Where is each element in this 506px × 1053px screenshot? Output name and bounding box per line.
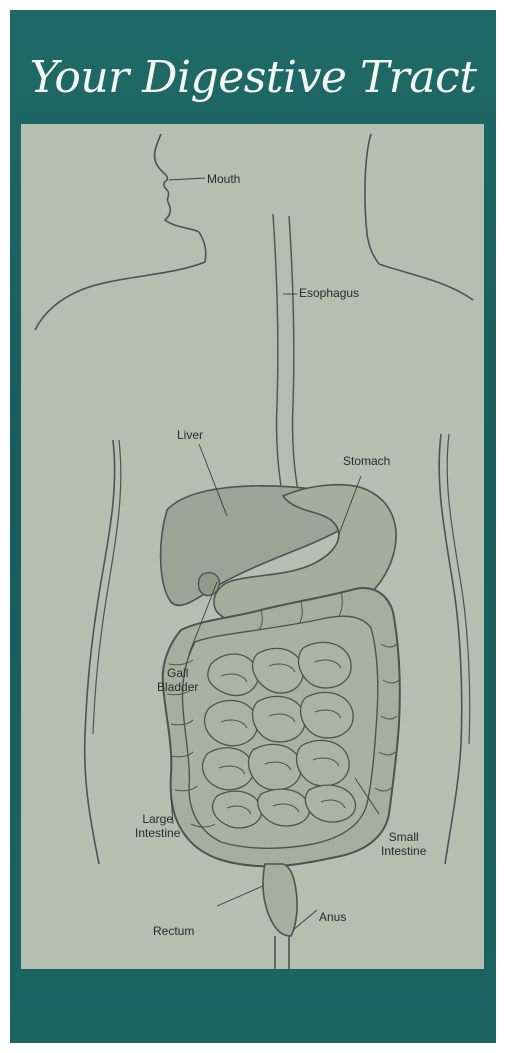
right-shoulder [379,264,473,300]
anatomy-panel: Mouth Esophagus Liver Stomach Gall Bladd… [21,124,484,969]
label-liver: Liver [177,428,203,442]
face-profile [155,134,199,232]
label-gall-bladder: Gall Bladder [157,666,198,694]
label-rectum: Rectum [153,924,194,938]
esophagus-tube-wall [289,216,299,498]
left-torso-inner [93,440,121,734]
left-shoulder [35,262,205,330]
label-large-intestine: Large Intestine [135,812,180,840]
label-stomach: Stomach [343,454,390,468]
label-small-intestine: Small Intestine [381,830,426,858]
neck-back [365,134,379,264]
label-anus: Anus [319,910,346,924]
label-mouth: Mouth [207,172,240,186]
right-torso-inner [447,434,470,744]
esophagus-tube [273,214,283,500]
anus-canal [275,936,289,969]
right-torso-side [439,434,462,864]
rectum [263,864,297,936]
label-esophagus: Esophagus [299,286,359,300]
title: Your Digestive Tract [0,52,506,103]
neck-front [199,232,206,262]
